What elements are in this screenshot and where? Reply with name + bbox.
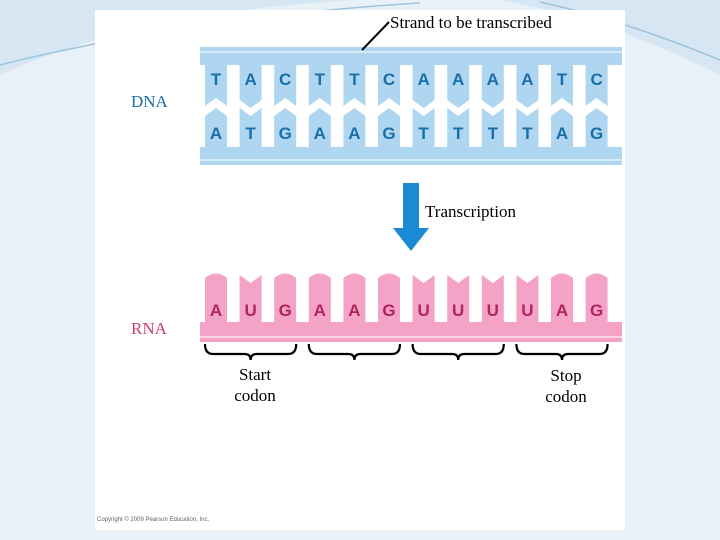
dna-coding-base-tab xyxy=(481,108,504,147)
rna-base-tab xyxy=(239,275,262,322)
start-codon-line1: Start xyxy=(238,365,272,384)
dna-template-base-letter: A xyxy=(417,70,429,89)
dna-template-base-tab xyxy=(516,65,539,108)
rna-base-tab xyxy=(274,273,297,322)
start-codon-label: Start codon xyxy=(215,364,295,406)
rna-base-tab xyxy=(205,273,227,322)
stop-codon-line2: codon xyxy=(545,387,587,406)
dna-template-base-tab xyxy=(412,65,435,108)
dna-coding-base-letter: G xyxy=(382,124,395,143)
dna-template-base-tab xyxy=(551,65,573,106)
dna-template-base-tab xyxy=(481,65,504,108)
dna-coding-base-tab xyxy=(308,108,331,147)
copyright-notice: Copyright © 2009 Pearson Education, Inc. xyxy=(97,517,210,523)
rna-base-letter: A xyxy=(348,301,360,320)
dna-template-base-tab xyxy=(274,65,297,106)
dna-coding-base-tab xyxy=(239,108,262,147)
dna-template-base-tab xyxy=(239,65,262,108)
dna-template-base-letter: T xyxy=(315,70,326,89)
codon-braces xyxy=(203,343,609,361)
rna-base-letter: A xyxy=(314,301,326,320)
start-codon-line2: codon xyxy=(234,386,276,405)
dna-template-base-tab xyxy=(585,65,608,106)
rna-base-tab xyxy=(378,273,400,322)
dna-template-base-tab xyxy=(447,65,470,108)
dna-template-base-tab xyxy=(378,65,400,106)
transcription-label: Transcription xyxy=(425,202,516,221)
rna-base-letter: A xyxy=(210,301,222,320)
dna-coding-base-tab xyxy=(343,108,366,147)
dna-template-base-letter: T xyxy=(557,70,568,89)
dna-template-base-letter: T xyxy=(211,70,222,89)
transcription-arrow-icon xyxy=(393,183,429,251)
dna-coding-base-tab xyxy=(551,108,573,147)
rna-base-tab xyxy=(308,273,331,322)
dna-coding-base-tab xyxy=(378,108,400,147)
dna-template-base-letter: A xyxy=(487,70,499,89)
dna-coding-base-letter: T xyxy=(488,124,499,143)
codon-brace xyxy=(515,343,609,361)
rna-base-letter: G xyxy=(279,301,292,320)
rna-backbone xyxy=(200,322,622,342)
dna-template-base-letter: A xyxy=(452,70,464,89)
dna-template-base-letter: A xyxy=(244,70,256,89)
rna-base-letter: U xyxy=(521,301,533,320)
dna-template-base-tab xyxy=(205,65,227,106)
rna-base-letter: U xyxy=(452,301,464,320)
codon-brace xyxy=(307,343,402,361)
rna-base-tab xyxy=(412,275,435,322)
dna-coding-base-letter: A xyxy=(210,124,222,143)
rna-base-letter: U xyxy=(244,301,256,320)
dna-coding-base-tab xyxy=(274,108,297,147)
dna-template-base-letter: C xyxy=(279,70,291,89)
rna-base-letter: A xyxy=(556,301,568,320)
codon-brace xyxy=(203,343,298,361)
dna-top-backbone xyxy=(200,47,622,65)
rna-label: RNA xyxy=(131,319,167,338)
dna-template-base-tab xyxy=(308,65,331,106)
rna-base-tab xyxy=(585,273,608,322)
rna-base-tab xyxy=(516,275,539,322)
dna-template-base-tab xyxy=(343,65,366,106)
stop-codon-label: Stop codon xyxy=(526,365,606,407)
rna-base-tab xyxy=(447,275,470,322)
strand-pointer-line xyxy=(361,21,390,51)
rna-base-tab xyxy=(551,273,573,322)
dna-coding-base-tab xyxy=(516,108,539,147)
codon-brace xyxy=(411,343,505,361)
rna-base-letter: U xyxy=(487,301,499,320)
dna-coding-base-letter: T xyxy=(245,124,256,143)
rna-base-tab xyxy=(481,275,504,322)
dna-coding-base-letter: T xyxy=(453,124,464,143)
dna-template-base-letter: T xyxy=(349,70,360,89)
rna-base-letter: U xyxy=(417,301,429,320)
rna-base-letter: G xyxy=(590,301,603,320)
dna-coding-base-letter: A xyxy=(348,124,360,143)
dna-coding-base-letter: T xyxy=(418,124,429,143)
dna-coding-base-letter: G xyxy=(590,124,603,143)
dna-bottom-backbone xyxy=(200,147,622,165)
dna-coding-base-tab xyxy=(412,108,435,147)
dna-template-base-letter: C xyxy=(590,70,602,89)
dna-template-base-letter: A xyxy=(521,70,533,89)
dna-template-base-letter: C xyxy=(383,70,395,89)
dna-coding-base-tab xyxy=(205,108,227,147)
stop-codon-line1: Stop xyxy=(550,366,582,385)
dna-label: DNA xyxy=(131,92,168,111)
rna-base-letter: G xyxy=(382,301,395,320)
dna-coding-base-tab xyxy=(585,108,608,147)
dna-coding-base-letter: A xyxy=(314,124,326,143)
dna-coding-base-letter: A xyxy=(556,124,568,143)
dna-coding-base-tab xyxy=(447,108,470,147)
rna-base-tab xyxy=(343,273,366,322)
strand-to-be-transcribed-label: Strand to be transcribed xyxy=(390,13,552,32)
dna-coding-base-letter: G xyxy=(279,124,292,143)
dna-coding-base-letter: T xyxy=(522,124,533,143)
